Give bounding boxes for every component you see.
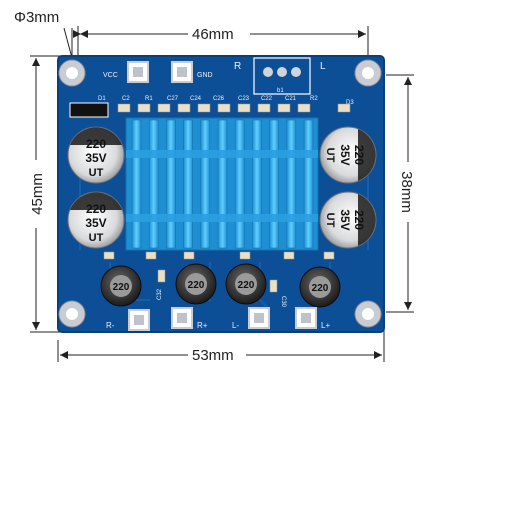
heatsink-fin <box>269 119 279 249</box>
output-pad-r-minus <box>128 309 150 331</box>
cap-voltage: 35V <box>85 216 106 230</box>
mounting-hole <box>58 59 86 87</box>
heatsink-fin <box>131 119 142 249</box>
dimension-lines <box>30 26 414 362</box>
heatsink-crossbar <box>126 214 318 222</box>
arrowhead <box>80 30 88 38</box>
heatsink-fin <box>148 119 159 249</box>
heatsink-fin <box>303 119 314 249</box>
capacitor-bottom-right: 220 35V UT <box>319 191 377 249</box>
led-d1 <box>69 102 109 118</box>
cap-value: 220 <box>86 202 106 216</box>
heatsink-fin <box>166 119 176 249</box>
inductor: 220 <box>299 266 341 308</box>
inductor-value: 220 <box>238 280 255 291</box>
heatsink-fins <box>131 119 314 249</box>
heatsink-fin <box>252 119 262 249</box>
arrowhead <box>32 58 40 66</box>
silk-c26: C26 <box>213 96 225 102</box>
cap-voltage: 35V <box>85 151 106 165</box>
silk-c2: C2 <box>122 96 130 102</box>
hole-leader-line <box>63 27 73 59</box>
cap-mark: UT <box>324 148 336 163</box>
power-pads <box>127 61 193 83</box>
arrowhead <box>404 77 412 85</box>
silk-c22: C22 <box>261 96 273 102</box>
silk-r2: R2 <box>310 96 318 102</box>
pcb-board: VCC GND R L b1 D1 D3 <box>57 55 385 333</box>
mounting-hole <box>354 300 382 328</box>
mounting-hole <box>58 300 86 328</box>
output-pad-l-plus <box>295 307 317 329</box>
c32-silk: C32 <box>157 288 163 300</box>
l-plus-silk: L+ <box>321 321 330 330</box>
r-silk: R <box>234 61 241 72</box>
gnd-silk: GND <box>197 72 213 79</box>
cap-value: 220 <box>352 145 366 165</box>
dimension-arrowheads <box>32 30 412 359</box>
mounting-holes <box>58 59 382 328</box>
r-plus-silk: R+ <box>197 321 208 330</box>
heatsink-fin <box>217 119 228 249</box>
inductor: 220 <box>175 263 217 305</box>
b1-silk: b1 <box>277 88 284 94</box>
cap-mark: UT <box>324 213 336 228</box>
inductor-value: 220 <box>113 282 130 293</box>
cap-mark: UT <box>89 232 104 244</box>
silk-c24: C24 <box>190 96 202 102</box>
heatsink-fin <box>200 119 211 249</box>
vcc-silk: VCC <box>103 72 118 79</box>
arrowhead <box>32 322 40 330</box>
d3-silk: D3 <box>346 100 354 106</box>
arrowhead <box>404 302 412 310</box>
c30-silk: C30 <box>280 296 286 308</box>
silk-r1: R1 <box>145 96 153 102</box>
smd-row-top <box>117 103 351 113</box>
inductor: 220 <box>225 263 267 305</box>
bottom-width-label: 53mm <box>192 347 234 364</box>
inductor-value: 220 <box>312 283 329 294</box>
silk-c23: C23 <box>238 96 250 102</box>
vcc-pad-hole <box>133 67 143 77</box>
output-pads <box>128 307 317 331</box>
top-width-label: 46mm <box>192 26 234 43</box>
heatsink <box>125 117 319 251</box>
inductor-value: 220 <box>188 280 205 291</box>
heatsink-fin <box>183 119 193 249</box>
heatsink-fin <box>234 119 245 249</box>
capacitor-bottom-left: 220 35V UT <box>67 191 125 249</box>
silk-c21: C21 <box>285 96 297 102</box>
arrowhead <box>60 351 68 359</box>
l-silk: L <box>320 61 326 72</box>
output-pad-l-minus <box>248 307 270 329</box>
cap-value: 220 <box>352 210 366 230</box>
smd-row-bottom <box>103 251 335 293</box>
potentiometer-header <box>253 57 311 95</box>
capacitor-top-right: 220 35V UT <box>319 126 377 184</box>
capacitor-top-left: 220 35V UT <box>67 126 125 184</box>
d1-silk: D1 <box>98 96 106 102</box>
left-height-label: 45mm <box>29 173 46 215</box>
silk-c27: C27 <box>167 96 179 102</box>
cap-value: 220 <box>86 137 106 151</box>
cap-voltage: 35V <box>338 144 352 165</box>
right-height-label: 38mm <box>398 171 415 213</box>
arrowhead <box>374 351 382 359</box>
arrowhead <box>358 30 366 38</box>
cap-mark: UT <box>89 167 104 179</box>
inductor: 220 <box>100 265 142 307</box>
l-minus-silk: L- <box>232 321 239 330</box>
heatsink-crossbar <box>126 150 318 158</box>
output-pad-r-plus <box>171 307 193 329</box>
cap-voltage: 35V <box>338 209 352 230</box>
mounting-hole <box>354 59 382 87</box>
r-minus-silk: R- <box>106 321 115 330</box>
heatsink-fin <box>286 119 297 249</box>
inductors: 220 220 220 220 <box>100 263 341 308</box>
gnd-pad-hole <box>177 67 187 77</box>
silk-top-row-labels: C2 R1 C27 C24 C26 C23 C22 C21 R2 <box>122 96 318 102</box>
hole-diameter-label: Φ3mm <box>14 9 59 26</box>
